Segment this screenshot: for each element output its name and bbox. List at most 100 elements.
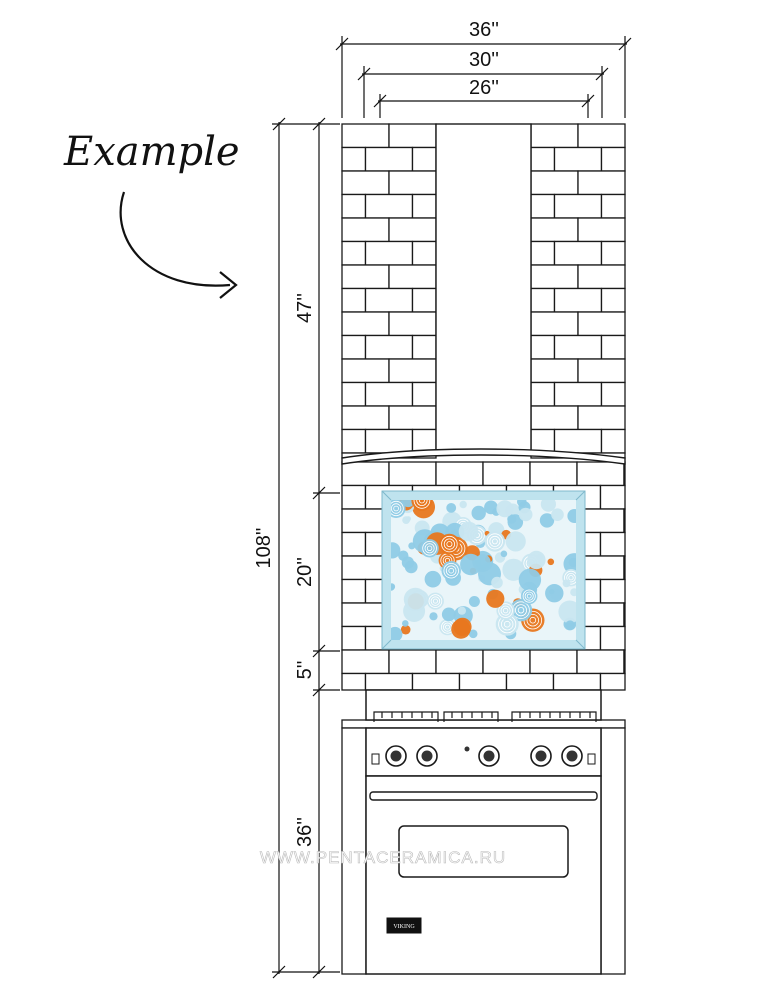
brick (411, 672, 461, 691)
brick (482, 461, 531, 487)
brick (341, 217, 390, 243)
bubble (547, 558, 555, 566)
bubble-ring (391, 503, 402, 514)
brick (341, 428, 367, 454)
bubble (484, 500, 498, 515)
bubble-ring (416, 500, 428, 506)
brick (341, 287, 367, 313)
brick (576, 649, 625, 675)
brick (388, 311, 437, 337)
brick (577, 217, 626, 243)
bubble-ring (502, 607, 509, 614)
brick (341, 405, 390, 431)
dimension-height-total (272, 117, 340, 979)
brick (530, 311, 579, 337)
brick (341, 381, 367, 407)
brick (553, 334, 603, 360)
bubble-ring (391, 500, 404, 517)
brick (411, 193, 437, 219)
brick (576, 461, 625, 487)
dimension-width-hood-label: 36'' (469, 19, 499, 41)
range-knobs (371, 745, 596, 767)
bubble-ring (443, 563, 459, 579)
brick (435, 461, 484, 487)
brick (599, 672, 626, 691)
bubble-ring (526, 593, 532, 599)
brick (553, 240, 603, 266)
dimension-width-range-label: 30'' (469, 49, 499, 71)
bubble (562, 579, 571, 588)
brick (411, 334, 437, 360)
brick (411, 287, 437, 313)
range-hood-canopy (341, 448, 626, 465)
brick (341, 672, 367, 691)
brick (577, 405, 626, 431)
brick (599, 578, 626, 604)
burner-knob-center (390, 750, 402, 762)
brick (388, 461, 437, 487)
brick (623, 461, 626, 487)
brick (505, 672, 555, 691)
grate (373, 711, 439, 722)
brick (341, 311, 390, 337)
brick (623, 508, 626, 534)
bubble (426, 592, 444, 610)
brick (341, 358, 390, 384)
cabinet-right (600, 727, 626, 975)
brick (364, 193, 414, 219)
gas-range: VIKING (365, 689, 602, 975)
ceramic-tile-mural (381, 490, 586, 650)
brick (388, 217, 437, 243)
bubble (405, 516, 411, 522)
bubble (441, 607, 456, 622)
burner-knob-center (483, 750, 495, 762)
brick (529, 461, 578, 487)
bubble (509, 599, 533, 622)
brick (530, 405, 579, 431)
brick (364, 146, 414, 172)
brick (364, 381, 414, 407)
brick (600, 146, 626, 172)
brick (530, 358, 579, 384)
bubble (496, 500, 514, 518)
bubble (491, 576, 503, 589)
bubble-ring (393, 505, 399, 512)
arrow-head-icon (219, 271, 238, 299)
bubble-ring (428, 594, 443, 608)
dimension-height-upper-label: 47'' (294, 293, 316, 323)
brick (530, 217, 579, 243)
brick (364, 334, 414, 360)
brick (530, 334, 556, 360)
burner-knob-center (566, 750, 578, 762)
brick (529, 649, 578, 675)
bubble (439, 533, 460, 555)
bubble (558, 600, 576, 624)
brick (341, 625, 367, 651)
brick (600, 193, 626, 219)
brick (411, 146, 437, 172)
ignition-light (464, 746, 470, 752)
brick-wall-left (341, 123, 437, 459)
bubble-ring (498, 603, 513, 618)
bubble-ring (491, 538, 498, 545)
range-brand-badge-text: VIKING (393, 924, 415, 930)
dimension-height-mural-label: 20'' (294, 557, 316, 587)
curved-arrow-icon (119, 191, 231, 287)
bubble (391, 626, 403, 640)
brick (341, 146, 367, 172)
brick (623, 555, 626, 581)
brick (600, 428, 626, 454)
bubble (468, 596, 480, 607)
dimension-width-panel-label: 26'' (469, 77, 499, 99)
brick (411, 240, 437, 266)
brick (553, 287, 603, 313)
bubble-ring (422, 540, 437, 556)
brick (600, 334, 626, 360)
grate (443, 711, 499, 722)
bubble-ring (524, 591, 534, 601)
oven-window (398, 825, 569, 878)
bubble (518, 507, 533, 522)
bubble-ring (515, 604, 528, 617)
example-label: Example (63, 129, 240, 175)
